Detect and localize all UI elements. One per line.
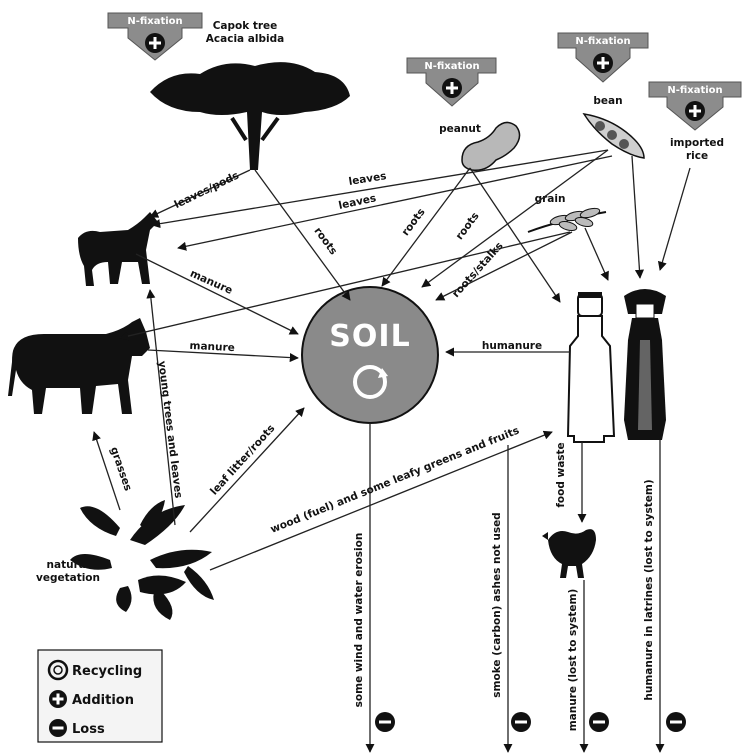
nfixation-label: N-fixation: [127, 16, 182, 27]
man-figure: [566, 292, 616, 443]
legend-recycling-label: Recycling: [72, 664, 142, 679]
woman-figure: [624, 289, 666, 440]
flow-label-leaves-pods: leaves/pods: [172, 169, 240, 211]
chicken-silhouette: [542, 529, 596, 578]
tree-label-line1: Capok tree: [213, 20, 278, 32]
nfixation-label: N-fixation: [667, 85, 722, 96]
nfixation-label: N-fixation: [424, 61, 479, 72]
flow-label-roots-peanut-a: roots: [400, 206, 428, 238]
plus-circle-icon: [442, 78, 462, 98]
loss-label-smoke: smoke (carbon) ashes not used: [491, 512, 503, 697]
nfixation-arrow-tree: N-fixation: [107, 12, 203, 61]
bean-label: bean: [593, 95, 622, 107]
nfixation-label: N-fixation: [575, 36, 630, 47]
cow-silhouette: [8, 318, 150, 414]
rice-label-line2: rice: [686, 150, 708, 162]
tree-silhouette: [150, 62, 350, 170]
tree-label-line2: Acacia albida: [206, 33, 284, 45]
plus-circle-icon: [145, 33, 165, 53]
soil-label: SOIL: [329, 319, 410, 354]
flow-label-manure-cow: manure: [189, 340, 235, 354]
nfixation-arrow-rice: N-fixation: [648, 81, 742, 131]
vegetation-silhouette: [70, 500, 214, 620]
minus-circle-icon: [511, 712, 531, 732]
rice-label-line1: imported: [670, 137, 724, 149]
minus-circle-icon: [666, 712, 686, 732]
minus-circle-icon: [375, 712, 395, 732]
loss-label-erosion: some wind and water erosion: [353, 533, 365, 708]
loss-label-manure: manure (lost to system): [567, 589, 579, 732]
goat-silhouette: [78, 212, 158, 286]
flow-label-manure-goat: manure: [188, 268, 234, 297]
grain-icon: [527, 207, 607, 233]
minus-circle-icon: [49, 719, 67, 737]
recycle-circle-icon: [47, 659, 69, 681]
plus-circle-icon: [49, 690, 67, 708]
flow-label-food-waste: food waste: [555, 442, 567, 507]
legend-loss-label: Loss: [72, 722, 105, 737]
flow-label-leaf-litter: leaf litter/roots: [208, 422, 277, 497]
nfixation-arrow-bean: N-fixation: [557, 32, 649, 83]
legend-addition-label: Addition: [72, 693, 134, 708]
recycle-circle-icon: [353, 365, 388, 399]
flow-label-wood-fuel: wood (fuel) and some leafy greens and fr…: [269, 425, 521, 536]
grain-label: grain: [535, 193, 566, 205]
flow-label-leaves-upper: leaves: [348, 170, 387, 188]
peanut-label: peanut: [439, 123, 481, 135]
nfixation-arrow-peanut: N-fixation: [406, 57, 497, 107]
legend: Recycling Addition Loss: [37, 649, 163, 743]
flow-arrows: [92, 149, 691, 753]
soil-node: SOIL: [301, 286, 439, 424]
flow-label-roots-peanut-b: roots: [454, 210, 482, 242]
flow-label-humanure: humanure: [482, 340, 542, 352]
bean-pod-icon: [582, 112, 645, 159]
plus-circle-icon: [685, 101, 705, 121]
flow-label-leaves-lower: leaves: [338, 192, 378, 212]
peanut-icon: [461, 121, 521, 172]
flow-label-young-trees: young trees and leaves: [156, 360, 185, 499]
loss-label-latrines: humanure in latrines (lost to system): [643, 479, 655, 700]
plus-circle-icon: [593, 53, 613, 73]
vegetation-label-line2: vegetation: [36, 572, 100, 584]
minus-circle-icon: [589, 712, 609, 732]
